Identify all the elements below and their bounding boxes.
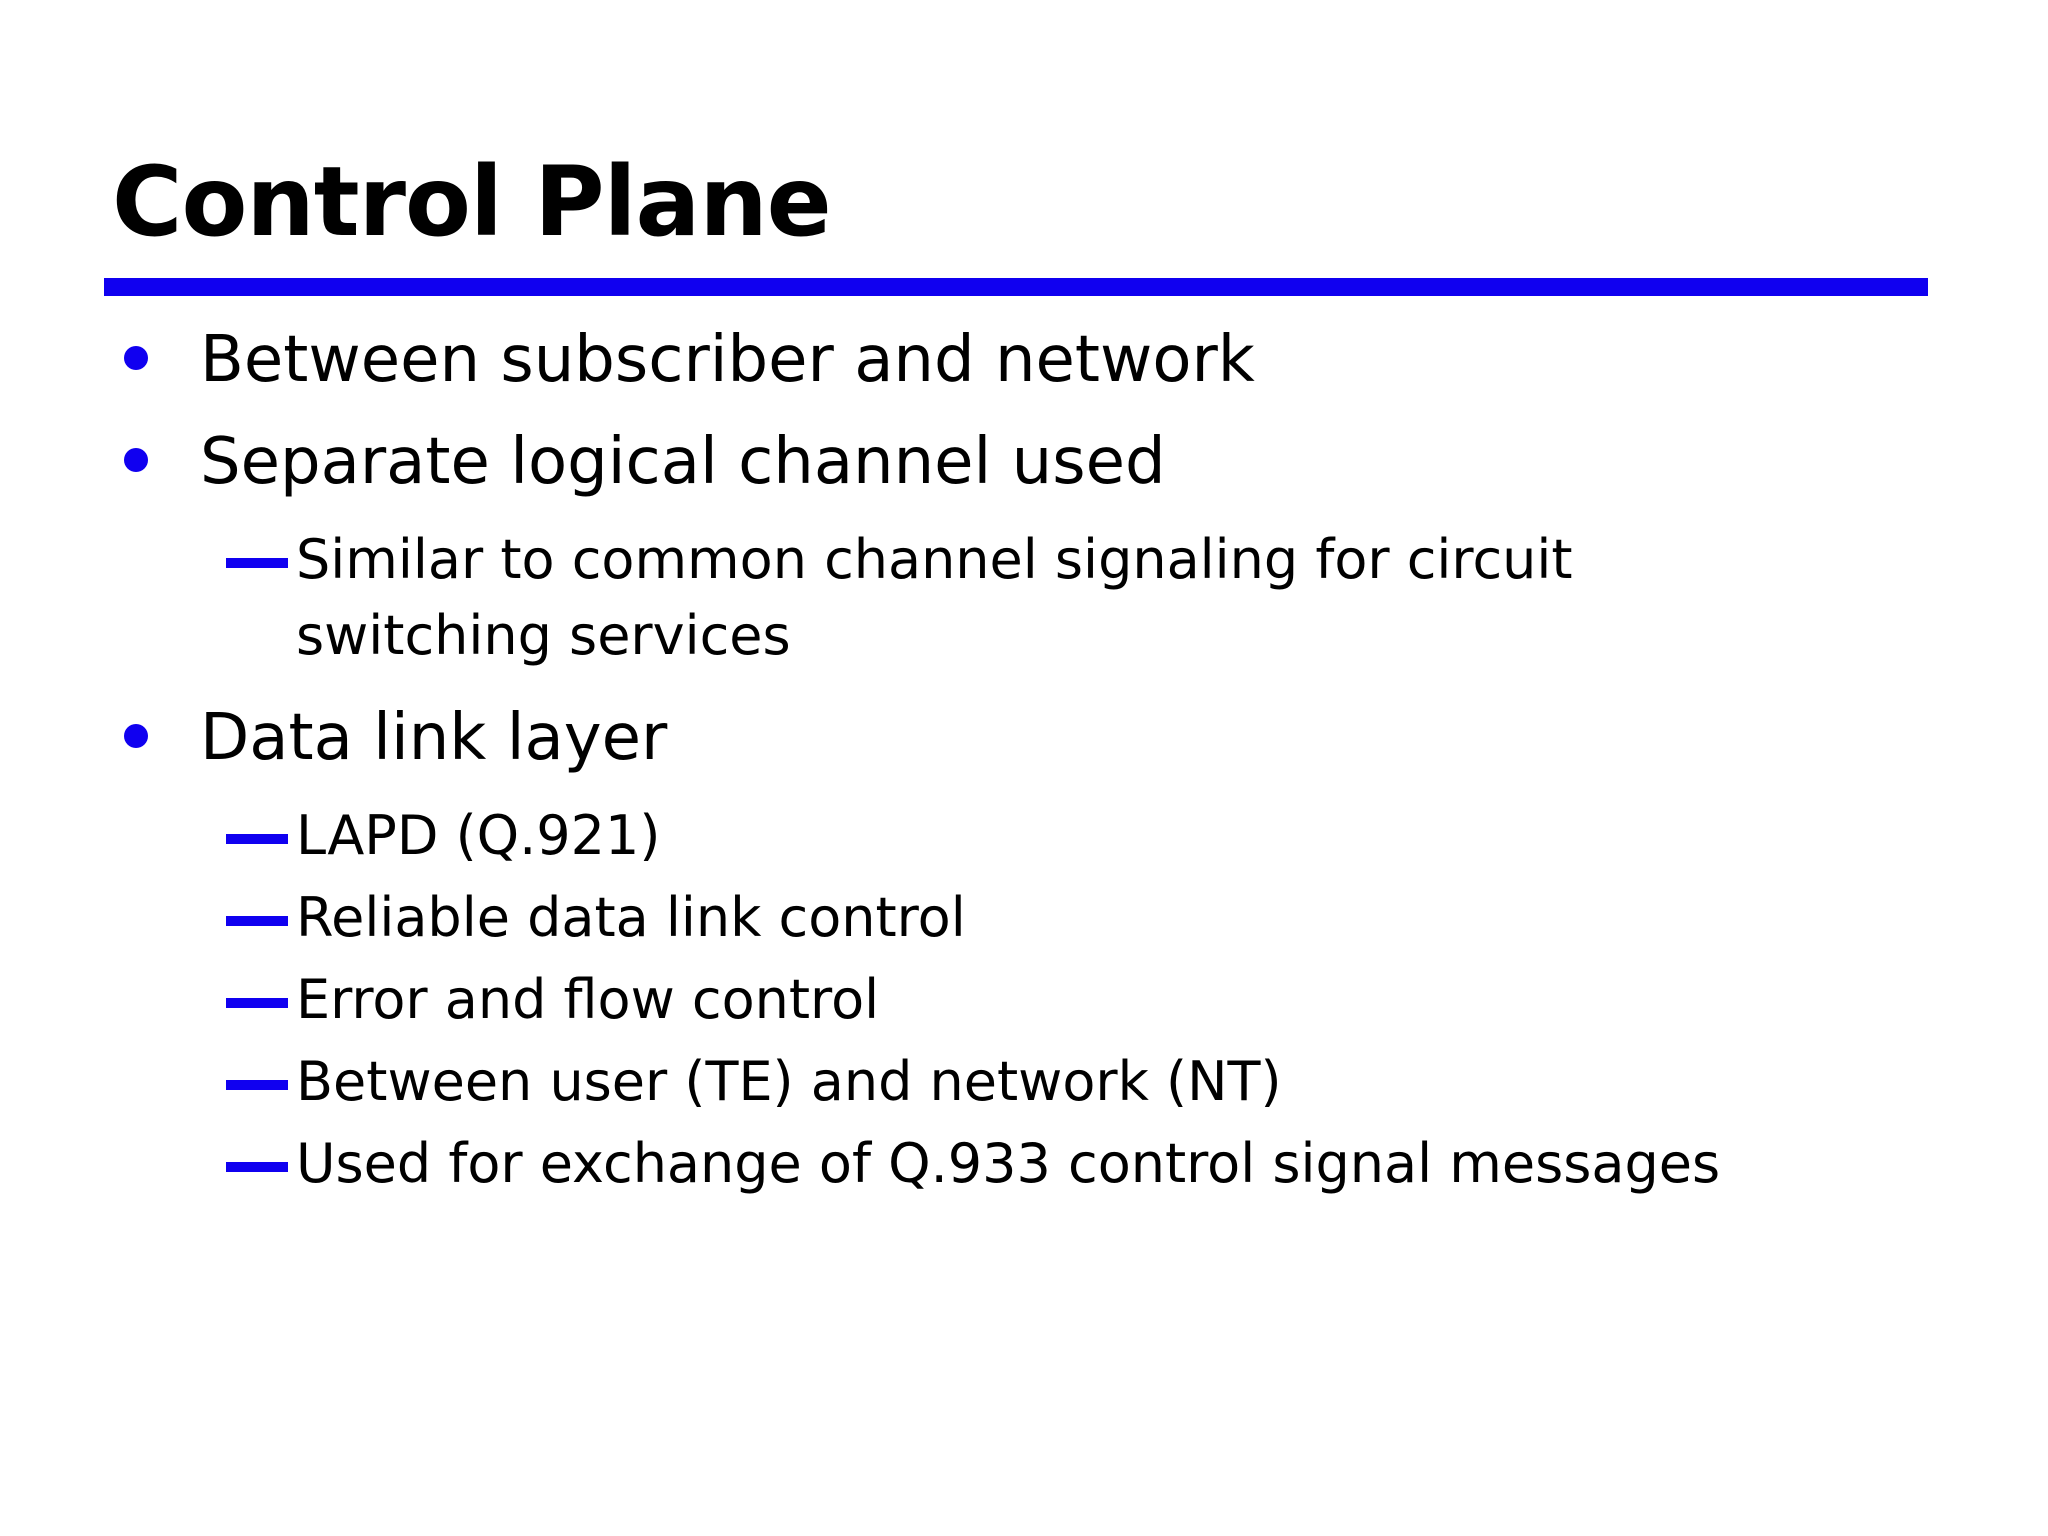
list-item-label: Data link layer (200, 701, 668, 775)
sub-list-item: LAPD (Q.921) (0, 798, 2048, 874)
page-title: Control Plane (112, 146, 832, 258)
sub-list-item-label: Used for exchange of Q.933 control signa… (296, 1132, 1721, 1195)
title-underline-rule (104, 278, 1928, 296)
sub-list-item-label: Similar to common channel signaling for … (296, 528, 1573, 667)
bullet-em-dash-icon (226, 558, 288, 568)
bullet-em-dash-icon (226, 916, 288, 926)
list-item: Data link layer (0, 696, 2048, 780)
sub-list-item: Used for exchange of Q.933 control signa… (0, 1126, 2048, 1202)
sub-list-item-label: LAPD (Q.921) (296, 804, 661, 867)
sub-list-item-label: Reliable data link control (296, 886, 966, 949)
bullet-em-dash-icon (226, 1162, 288, 1172)
bullet-em-dash-icon (226, 998, 288, 1008)
sub-list-item: Similar to common channel signaling for … (0, 522, 2048, 674)
bullet-em-dash-icon (226, 834, 288, 844)
list-item: Separate logical channel used (0, 420, 2048, 504)
bullet-disc-icon (124, 448, 148, 472)
sub-list-item: Error and flow control (0, 962, 2048, 1038)
bullet-list: Between subscriber and network Separate … (0, 318, 2048, 1208)
list-item-label: Separate logical channel used (200, 425, 1166, 499)
sub-list-item: Reliable data link control (0, 880, 2048, 956)
sub-list-item: Between user (TE) and network (NT) (0, 1044, 2048, 1120)
bullet-em-dash-icon (226, 1080, 288, 1090)
list-item-label: Between subscriber and network (200, 323, 1255, 397)
spacer (0, 680, 2048, 696)
sub-list-item-label: Between user (TE) and network (NT) (296, 1050, 1282, 1113)
sub-list-item-label: Error and flow control (296, 968, 880, 1031)
bullet-disc-icon (124, 724, 148, 748)
list-item: Between subscriber and network (0, 318, 2048, 402)
bullet-disc-icon (124, 346, 148, 370)
